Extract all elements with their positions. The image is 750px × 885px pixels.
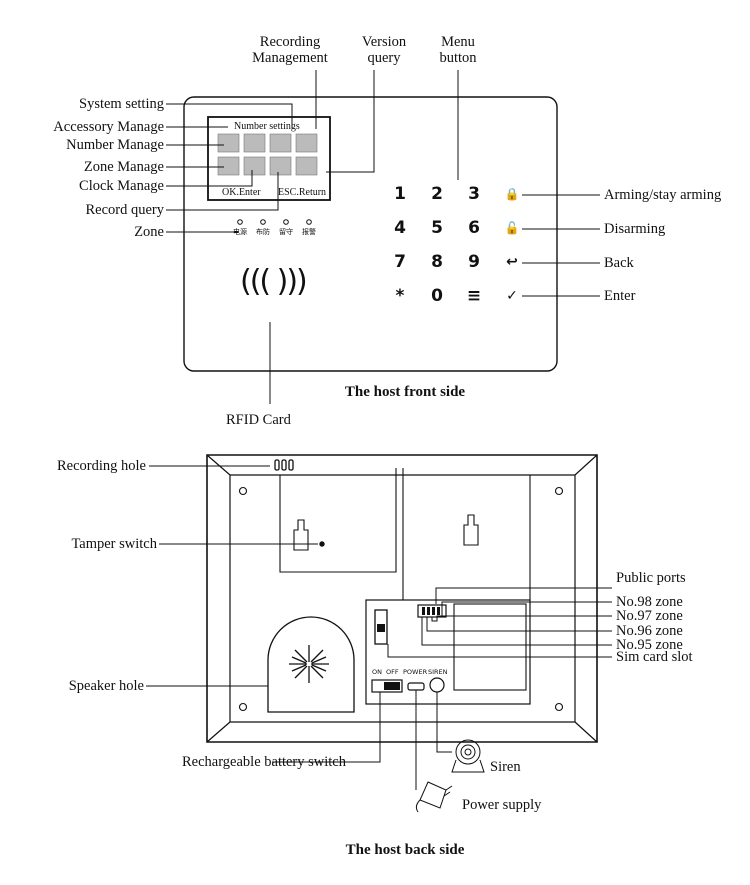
caption-front: The host front side <box>344 384 466 400</box>
label-menu-button: Menu button <box>430 34 486 66</box>
label-version-line2: query <box>367 50 401 66</box>
front-right-leaders <box>522 194 600 297</box>
power-adapter-icon <box>415 781 453 813</box>
key-9[interactable]: 9 <box>468 252 480 272</box>
key-7[interactable]: 7 <box>394 252 406 272</box>
key-0[interactable]: 0 <box>431 286 443 306</box>
front-screen <box>207 116 331 201</box>
enter-check-icon[interactable]: ✓ <box>506 288 518 304</box>
back-device-outer <box>206 454 598 743</box>
key-5[interactable]: 5 <box>431 218 443 238</box>
label-menu-line2: button <box>439 50 477 66</box>
siren-icon <box>451 739 485 773</box>
recording-hole <box>274 459 294 471</box>
key-3[interactable]: 3 <box>468 184 480 204</box>
back-arrow-icon[interactable]: ↩ <box>506 254 518 270</box>
panel-siren: SIREN <box>428 668 448 676</box>
keyhole-left <box>293 519 309 551</box>
label-recording-line2: Management <box>252 50 328 66</box>
label-zone: Zone <box>134 224 164 240</box>
label-clock-manage: Clock Manage <box>79 178 164 194</box>
label-siren: Siren <box>490 759 521 775</box>
status-leds <box>237 219 312 225</box>
label-number-manage: Number Manage <box>66 137 164 153</box>
label-battery-switch: Rechargeable battery switch <box>182 754 346 770</box>
key-star[interactable]: * <box>395 286 405 306</box>
panel-off: OFF <box>386 668 399 676</box>
sim-slot <box>374 609 388 645</box>
arm-lock-icon[interactable]: 🔒 <box>504 187 520 201</box>
key-8[interactable]: 8 <box>431 252 443 272</box>
label-tamper-switch: Tamper switch <box>71 536 157 552</box>
label-arming: Arming/stay arming <box>604 187 722 203</box>
label-version-line1: Version <box>361 34 407 50</box>
caption-back: The host back side <box>345 842 465 858</box>
panel-power: POWER <box>403 668 428 676</box>
key-6[interactable]: 6 <box>468 218 480 238</box>
label-back: Back <box>604 255 634 271</box>
power-port <box>407 682 425 691</box>
key-1[interactable]: 1 <box>394 184 406 204</box>
mount-bracket <box>279 468 531 601</box>
label-speaker-hole: Speaker hole <box>68 678 144 694</box>
label-zone-95: No.95 zone <box>616 637 683 653</box>
label-rfid-card: RFID Card <box>226 412 291 428</box>
label-enter: Enter <box>604 288 636 304</box>
label-recording-management: Recording Management <box>250 34 330 66</box>
key-4[interactable]: 4 <box>394 218 406 238</box>
back-device-bevel <box>206 454 598 743</box>
screen-title: Number settings <box>234 121 300 132</box>
siren-port <box>429 677 445 693</box>
ports-panel <box>365 599 531 705</box>
label-accessory-manage: Accessory Manage <box>53 119 164 135</box>
label-system-setting: System setting <box>79 96 164 112</box>
rfid-waves-icon: ((( ))) <box>240 264 308 299</box>
led-label-armed: 布防 <box>256 228 270 236</box>
menu-key[interactable]: ≡ <box>466 286 482 306</box>
front-left-leaders <box>166 70 459 233</box>
front-device-body <box>183 96 558 372</box>
keyhole-right <box>463 514 479 546</box>
panel-on: ON <box>372 668 382 676</box>
label-zone-96: No.96 zone <box>616 623 683 639</box>
label-recording-hole: Recording hole <box>57 458 146 474</box>
screen-ok-enter: OK.Enter <box>222 187 261 198</box>
label-disarming: Disarming <box>604 221 666 237</box>
led-label-stay: 留守 <box>279 228 293 236</box>
screw-holes <box>238 486 564 712</box>
label-recording-line1: Recording <box>259 34 321 50</box>
speaker-outline <box>267 616 355 713</box>
battery-compartment <box>453 603 527 691</box>
disarm-unlock-icon[interactable]: 🔓 <box>504 221 520 235</box>
screen-icons <box>217 133 318 176</box>
label-zone-98: No.98 zone <box>616 594 683 610</box>
label-menu-line1: Menu <box>441 34 475 50</box>
screen-esc-return: ESC.Return <box>278 187 327 198</box>
label-power-supply: Power supply <box>462 797 542 813</box>
label-zone-97: No.97 zone <box>616 608 683 624</box>
speaker-hole <box>289 645 329 683</box>
label-record-query: Record query <box>85 202 164 218</box>
label-version-query: Version query <box>354 34 414 66</box>
label-sim-slot: Sim card slot <box>616 649 693 665</box>
label-zone-manage: Zone Manage <box>83 159 164 175</box>
led-label-alarm: 报警 <box>302 228 316 236</box>
tamper-dot <box>319 541 325 547</box>
key-2[interactable]: 2 <box>431 184 443 204</box>
battery-switch <box>371 679 403 693</box>
led-label-power: 电源 <box>233 228 247 236</box>
back-leaders <box>146 465 612 790</box>
label-public-ports: Public ports <box>616 570 686 586</box>
